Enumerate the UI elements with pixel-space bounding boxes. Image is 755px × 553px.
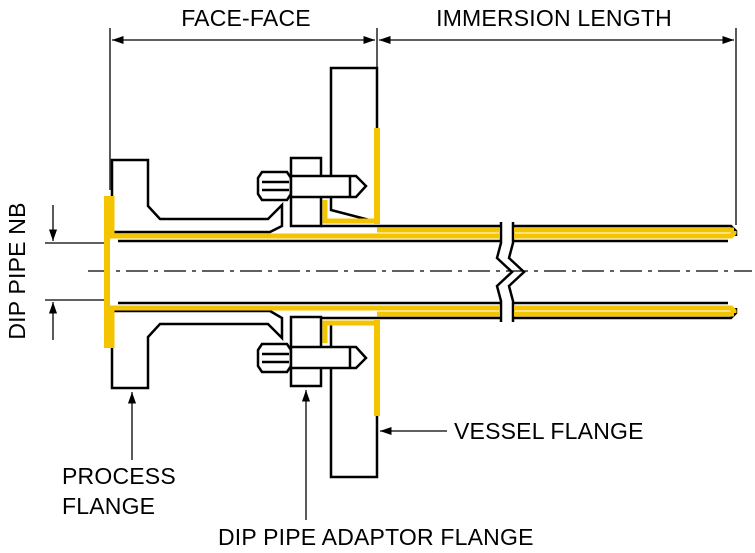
vessel-flange bbox=[329, 66, 379, 479]
leaders bbox=[127, 390, 447, 520]
immersion-length-dimension bbox=[379, 28, 737, 225]
face-face-label: FACE-FACE bbox=[181, 5, 311, 31]
dip-pipe-adaptor-flange-label: DIP PIPE ADAPTOR FLANGE bbox=[218, 524, 534, 550]
lower-bolt bbox=[256, 342, 368, 374]
dip-pipe-nb-dimension bbox=[45, 205, 104, 340]
process-flange-label-line2: FLANGE bbox=[62, 493, 155, 519]
ptfe-lining bbox=[104, 128, 737, 416]
vessel-flange-label: VESSEL FLANGE bbox=[454, 418, 644, 444]
upper-bolt bbox=[256, 170, 368, 202]
face-face-dimension bbox=[109, 28, 378, 190]
process-flange bbox=[110, 158, 284, 390]
immersion-length-label: IMMERSION LENGTH bbox=[436, 5, 672, 31]
process-flange-label-line1: PROCESS bbox=[62, 463, 176, 489]
dip-pipe-nb-label: DIP PIPE NB bbox=[4, 202, 30, 339]
